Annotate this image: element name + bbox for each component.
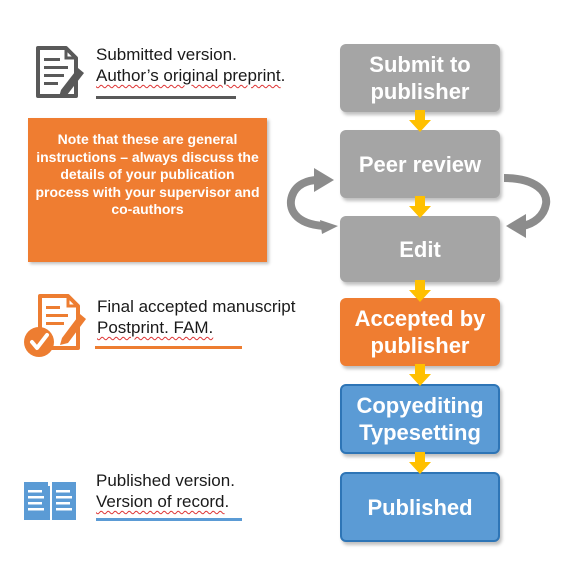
published-underline — [96, 518, 242, 521]
step-published: Published — [340, 472, 500, 542]
loop-arrow-right-icon — [503, 174, 551, 238]
general-instructions-note: Note that these are general instructions… — [28, 118, 267, 262]
submitted-underline — [96, 96, 236, 99]
step-peer-review: Peer review — [340, 130, 500, 198]
arrow-down-icon — [409, 196, 431, 218]
published-version-subtitle: Version of record. — [96, 492, 230, 511]
published-version-title: Published version. — [96, 471, 235, 490]
submitted-version-subtitle: Author’s original preprint. — [96, 66, 286, 85]
accepted-underline — [95, 346, 242, 349]
document-check-icon — [22, 290, 90, 360]
open-book-icon — [22, 478, 78, 522]
arrow-down-icon — [409, 110, 431, 132]
step-edit: Edit — [340, 216, 500, 282]
submitted-version-label: Submitted version. Author’s original pre… — [96, 44, 285, 86]
arrow-down-icon — [409, 280, 431, 302]
loop-arrow-left-icon — [286, 168, 338, 234]
arrow-down-icon — [409, 452, 431, 474]
document-pen-icon — [34, 44, 86, 100]
accepted-manuscript-title: Final accepted manuscript — [97, 297, 296, 316]
published-version-label: Published version. Version of record. — [96, 470, 235, 512]
arrow-down-icon — [409, 364, 431, 386]
accepted-manuscript-label: Final accepted manuscript Postprint. FAM… — [97, 296, 295, 338]
accepted-manuscript-subtitle: Postprint. FAM. — [97, 318, 214, 337]
submitted-version-title: Submitted version. — [96, 45, 237, 64]
